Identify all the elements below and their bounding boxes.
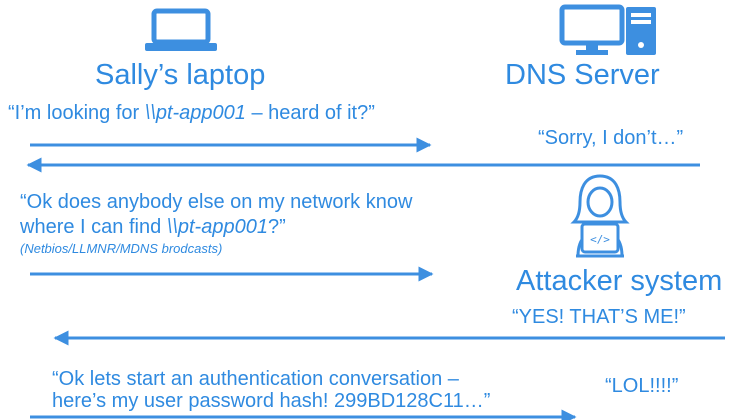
- message-broadcast-pre: where I can find: [20, 216, 167, 238]
- message-broadcast-line1: “Ok does anybody else on my network know: [20, 191, 413, 213]
- host-name: \\pt-app001: [144, 102, 246, 124]
- broadcast-protocols-note: (Netbios/LLMNR/MDNS brodcasts): [20, 241, 223, 256]
- message-lookup-pre: “I’m looking for: [8, 102, 145, 124]
- laptop-title: Sally’s laptop: [95, 59, 266, 91]
- hacker-icon: </>: [570, 174, 630, 258]
- message-auth-line2: here’s my user password hash! 299BD128C1…: [52, 390, 491, 412]
- laptop-icon: [145, 8, 217, 51]
- message-auth-line1: “Ok lets start an authentication convers…: [52, 368, 459, 390]
- attacker-title: Attacker system: [516, 265, 723, 297]
- code-glyph: </>: [590, 233, 610, 246]
- message-broadcast-line2: where I can find \\pt-app001?”: [20, 215, 286, 240]
- message-lookup: “I’m looking for \\pt-app001 – heard of …: [8, 101, 375, 126]
- message-attacker-laugh: “LOL!!!!”: [605, 375, 679, 397]
- message-attacker-reply: “YES! THAT’S ME!”: [512, 306, 686, 328]
- message-broadcast-post: ?”: [267, 216, 286, 238]
- host-name: \\pt-app001: [166, 216, 268, 238]
- dns-server-title: DNS Server: [505, 59, 660, 91]
- message-lookup-post: – heard of it?”: [245, 102, 375, 124]
- desktop-computer-icon: [559, 4, 656, 55]
- message-dns-reply: “Sorry, I don’t…”: [538, 127, 684, 149]
